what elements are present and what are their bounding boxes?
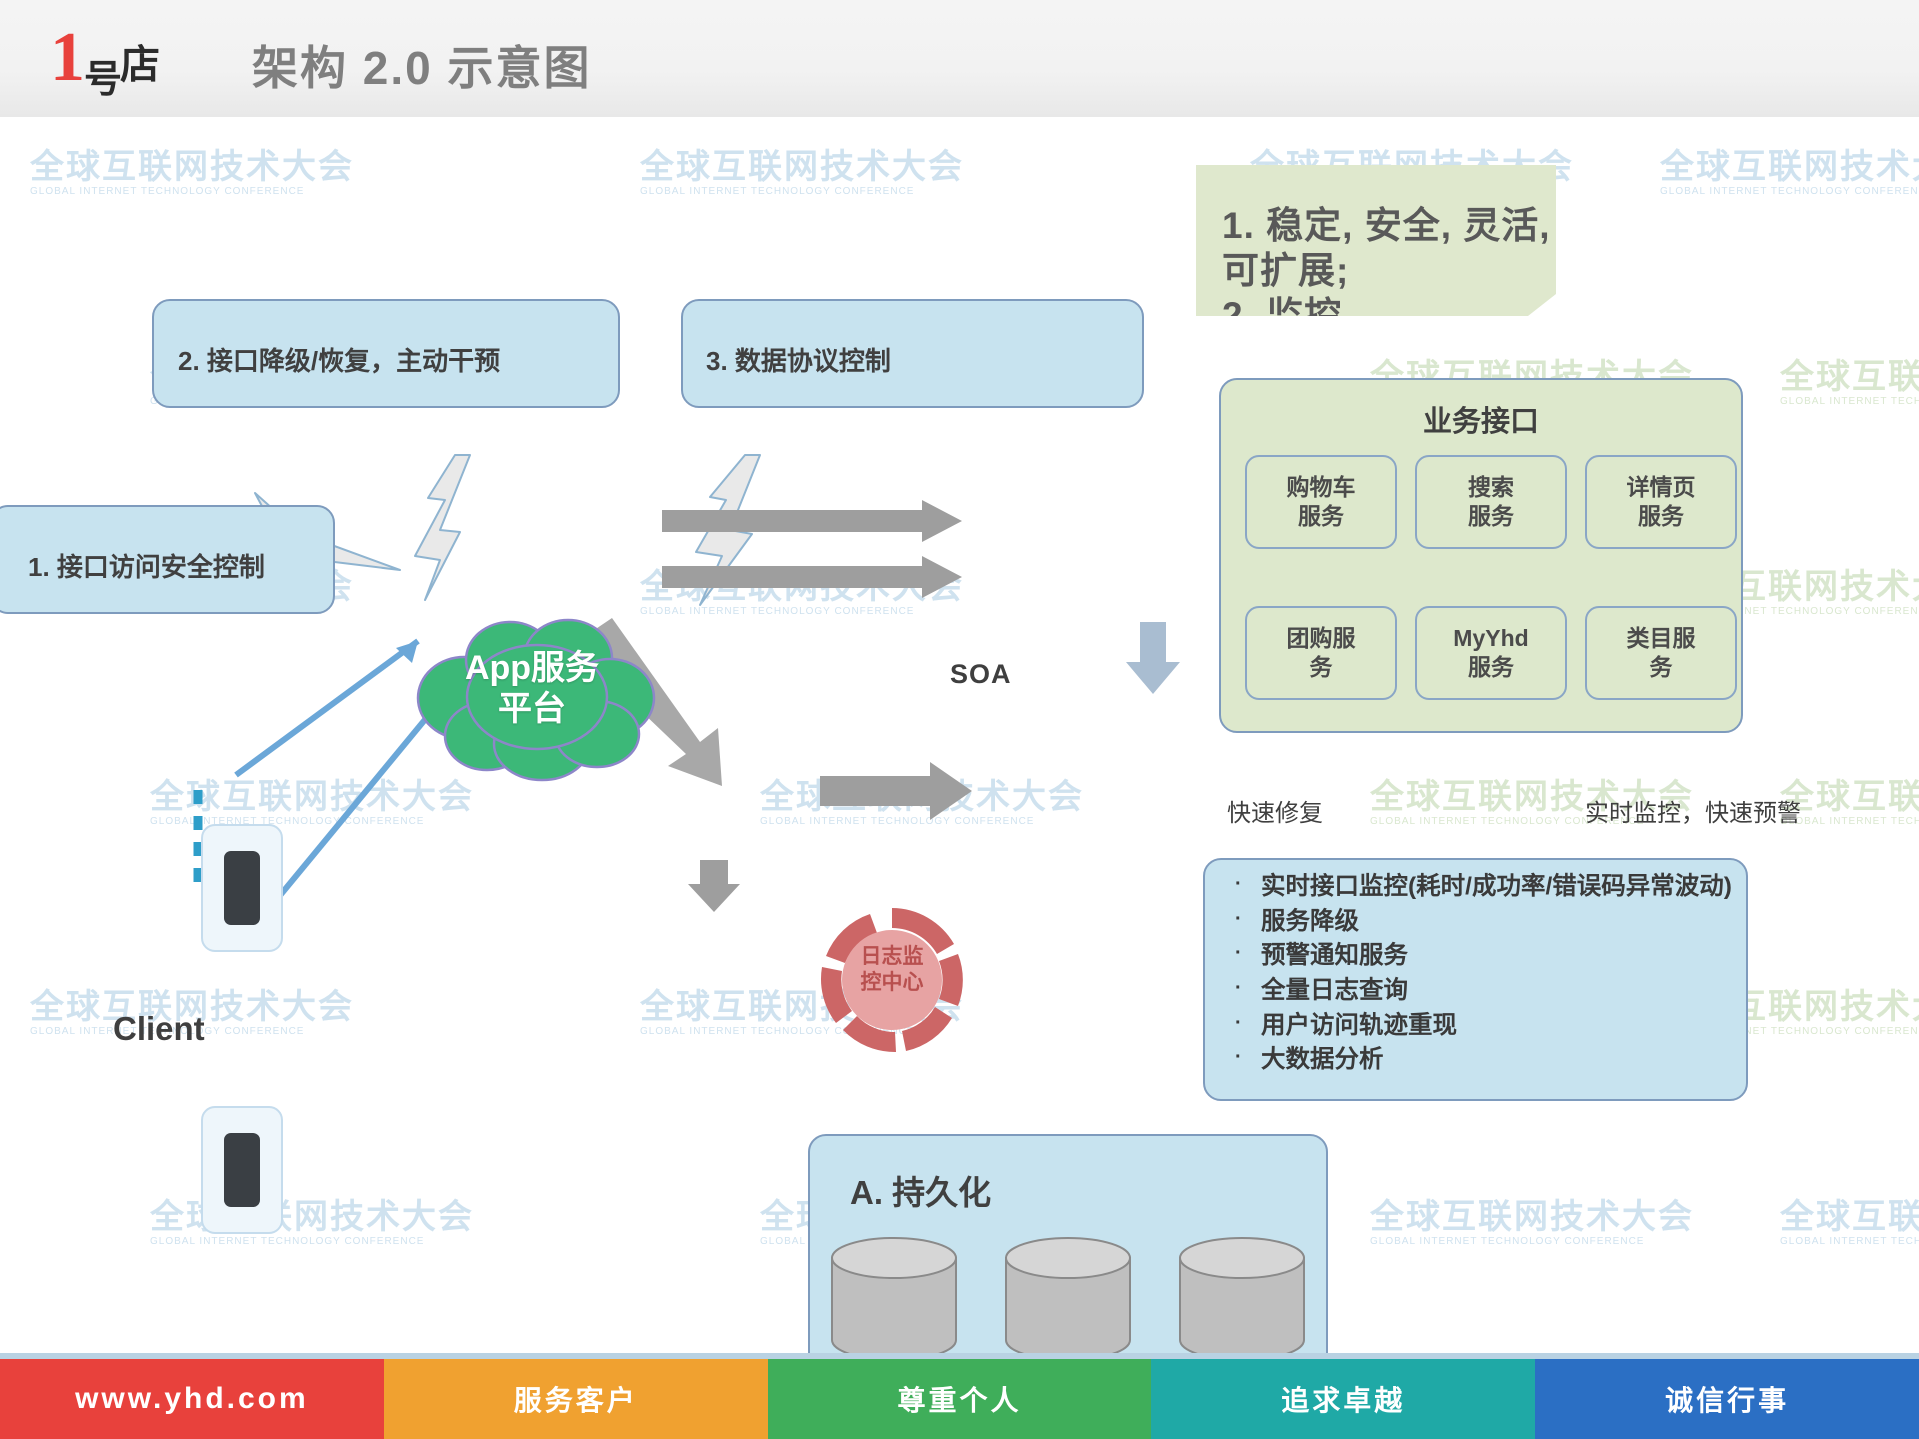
list-item: · 用户访问轨迹重现 [1231, 1011, 1736, 1042]
service-groupon-line1: 团购服 [1286, 624, 1356, 651]
service-cart-line2: 服务 [1298, 503, 1344, 529]
footer-text-2: 尊重个人 [897, 1385, 1022, 1416]
biz-to-monitor-arrow [1126, 622, 1180, 694]
footer-bar: www.yhd.com 服务客户 尊重个人 追求卓越 诚信行事 [0, 1359, 1919, 1439]
service-box-myyhd[interactable]: MyYhd 服务 [1415, 606, 1567, 700]
footer-segment-url[interactable]: www.yhd.com [0, 1359, 384, 1439]
client-device-top[interactable] [201, 824, 283, 952]
left-box-2-label: 2. 接口降级/恢复，主动干预 [178, 346, 501, 376]
left-box-3[interactable] [681, 299, 1144, 408]
footer-text-1: 服务客户 [513, 1385, 638, 1416]
footer-segment-4: 诚信行事 [1535, 1359, 1919, 1439]
monitor-item-2: 预警通知服务 [1261, 942, 1408, 970]
client-arrow-head-up [396, 641, 418, 663]
service-myyhd-line1: MyYhd [1453, 624, 1529, 651]
bullet-icon: · [1235, 1046, 1242, 1069]
phone-screen-icon [224, 1133, 260, 1207]
footer-url-text: www.yhd.com [75, 1382, 309, 1415]
monitor-item-3: 全量日志查询 [1261, 976, 1408, 1004]
app-service-cloud[interactable] [392, 602, 672, 787]
log-center-label: 日志监 控中心 [812, 944, 972, 997]
business-interface-title: 业务接口 [1422, 406, 1539, 438]
left-box-1-label: 1. 接口访问安全控制 [28, 552, 265, 582]
service-myyhd-line2: 服务 [1467, 654, 1514, 680]
list-item: · 实时接口监控(耗时/成功率/错误码异常波动) [1231, 872, 1736, 903]
monitor-item-0: 实时接口监控(耗时/成功率/错误码异常波动) [1261, 873, 1732, 900]
service-search-line1: 搜索 [1468, 473, 1514, 500]
left-box-2[interactable] [152, 299, 620, 408]
yhd-logo: 1 号 店 [50, 19, 160, 100]
left-box-3-label: 3. 数据协议控制 [706, 346, 891, 376]
service-box-detail[interactable]: 详情页 服务 [1585, 455, 1737, 549]
footer-text-3: 追求卓越 [1281, 1385, 1406, 1416]
flow-label-repair: 快速修复 [1227, 800, 1323, 827]
footer-divider [0, 1353, 1919, 1359]
service-box-search[interactable]: 搜索 服务 [1415, 455, 1567, 549]
persistence-title: A. 持久化 [850, 1174, 992, 1211]
lightning-bolt-2 [414, 454, 471, 601]
monitor-item-1: 服务降级 [1261, 907, 1359, 935]
footer-segment-2: 尊重个人 [767, 1359, 1152, 1439]
bullet-icon: · [1235, 1011, 1242, 1034]
db-cylinder-3 [1179, 1237, 1305, 1361]
svg-text:号: 号 [84, 59, 122, 100]
list-item: · 全量日志查询 [1231, 976, 1736, 1007]
client-label: Client [113, 1010, 205, 1047]
soa-arrows [662, 500, 962, 598]
goals-line-1: 1. 稳定, 安全, 灵活, 可扩展; [1222, 205, 1551, 292]
phone-screen-icon [224, 851, 260, 925]
monitor-bullet-list: · 实时接口监控(耗时/成功率/错误码异常波动) · 服务降级 · 预警通知服务… [1231, 872, 1736, 1080]
service-box-groupon[interactable]: 团购服 务 [1245, 606, 1397, 700]
log-center-line2: 控中心 [860, 971, 924, 995]
svg-text:1: 1 [50, 19, 85, 96]
page-title: 架构 2.0 示意图 [252, 42, 592, 94]
db-cylinder-1 [831, 1237, 957, 1361]
gear-to-monitor-arrow [820, 762, 972, 820]
service-detail-line2: 服务 [1638, 503, 1684, 529]
left-box-1[interactable] [0, 505, 335, 614]
list-item: · 预警通知服务 [1231, 941, 1736, 972]
service-box-cart[interactable]: 购物车 服务 [1245, 455, 1397, 549]
footer-segment-3: 追求卓越 [1151, 1359, 1536, 1439]
cloud-label-line1: App服务 [464, 649, 600, 687]
monitor-item-4: 用户访问轨迹重现 [1261, 1011, 1457, 1039]
gear-to-db-arrow [688, 860, 740, 912]
footer-segment-1: 服务客户 [383, 1359, 768, 1439]
service-detail-line1: 详情页 [1626, 473, 1696, 500]
service-groupon-line2: 务 [1309, 654, 1333, 680]
db-cylinder-2 [1005, 1237, 1131, 1361]
service-search-line2: 服务 [1468, 503, 1514, 529]
goals-callout: 1. 稳定, 安全, 灵活, 可扩展; 2. 监控 [1196, 165, 1556, 316]
bullet-icon: · [1235, 873, 1242, 895]
service-category-line2: 务 [1649, 654, 1673, 680]
soa-label: SOA [950, 659, 1012, 689]
list-item: · 服务降级 [1231, 907, 1736, 938]
client-device-bottom[interactable] [201, 1106, 283, 1234]
svg-text:店: 店 [120, 43, 160, 87]
service-box-category[interactable]: 类目服 务 [1585, 606, 1737, 700]
flow-label-monitor: 实时监控，快速预警 [1585, 800, 1801, 827]
log-center-line1: 日志监 [860, 945, 924, 968]
service-cart-line1: 购物车 [1286, 473, 1356, 500]
footer-text-4: 诚信行事 [1665, 1385, 1790, 1416]
log-center-gear-icon[interactable] [812, 900, 972, 1060]
slide-header: 1 号 店 架构 2.0 示意图 [0, 0, 1919, 117]
cloud-label-line2: 平台 [498, 689, 566, 728]
bullet-icon: · [1235, 976, 1242, 999]
monitor-item-5: 大数据分析 [1261, 1046, 1384, 1074]
service-category-line1: 类目服 [1626, 624, 1696, 651]
bullet-icon: · [1235, 907, 1242, 930]
cloud-label: App服务 平台 [392, 648, 672, 730]
monitor-panel [1203, 858, 1748, 1101]
bullet-icon: · [1235, 942, 1242, 965]
goals-callout-text: 1. 稳定, 安全, 灵活, 可扩展; 2. 监控 [1222, 203, 1556, 338]
list-item: · 大数据分析 [1231, 1045, 1736, 1076]
database-cylinders [831, 1237, 1305, 1361]
